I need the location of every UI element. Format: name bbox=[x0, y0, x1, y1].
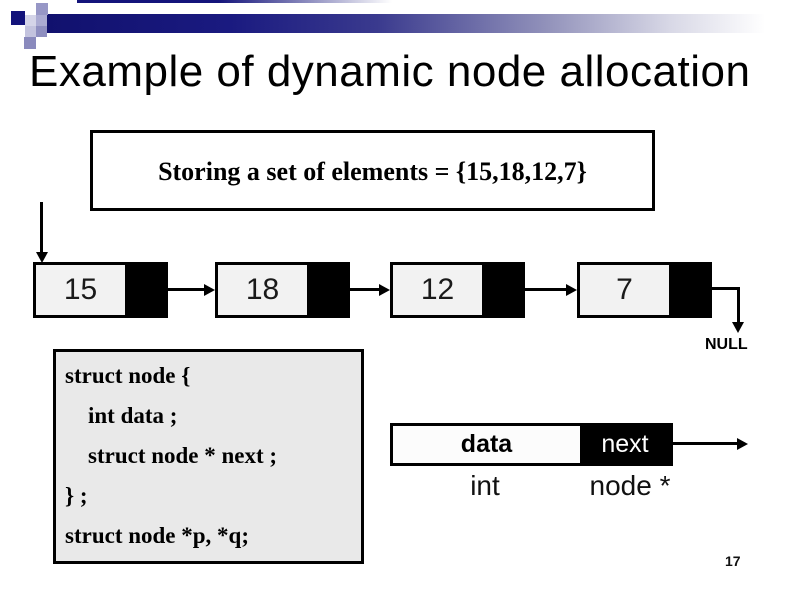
arrow-head-icon bbox=[204, 284, 215, 296]
node-next-pointer bbox=[482, 265, 522, 315]
decor-square bbox=[36, 3, 48, 15]
storing-elements-box: Storing a set of elements = {15,18,12,7} bbox=[90, 130, 655, 211]
code-line: } ; bbox=[65, 483, 88, 508]
null-label: NULL bbox=[705, 336, 748, 353]
arrow-line bbox=[737, 287, 740, 324]
field-node: data next bbox=[390, 423, 673, 466]
node-value: 18 bbox=[218, 265, 307, 315]
arrow-line bbox=[350, 288, 380, 291]
field-type-int: int bbox=[470, 470, 500, 501]
list-node: 7 bbox=[577, 262, 712, 318]
code-box: struct node { int data ; struct node * n… bbox=[53, 349, 364, 564]
decor-square bbox=[25, 26, 36, 37]
arrow-head-icon bbox=[737, 438, 748, 450]
arrow-line bbox=[40, 202, 43, 253]
field-data-cell: data bbox=[393, 426, 580, 463]
code-line: struct node { bbox=[65, 363, 191, 388]
node-value: 7 bbox=[580, 265, 669, 315]
code-line: int data ; bbox=[65, 403, 178, 428]
decor-square bbox=[36, 15, 47, 26]
arrow-line bbox=[168, 288, 205, 291]
node-next-pointer bbox=[125, 265, 165, 315]
list-node: 15 bbox=[33, 262, 168, 318]
decor-top-line bbox=[77, 0, 392, 3]
code-line: struct node *p, *q; bbox=[65, 523, 250, 548]
decor-gradient-bar bbox=[47, 14, 780, 33]
arrow-head-icon bbox=[379, 284, 390, 296]
arrow-line bbox=[710, 287, 740, 290]
arrow-head-icon bbox=[732, 322, 744, 333]
code-line: struct node * next ; bbox=[65, 443, 278, 468]
list-node: 18 bbox=[215, 262, 350, 318]
arrow-head-icon bbox=[36, 252, 48, 263]
field-next-cell: next bbox=[580, 426, 670, 463]
slide-title: Example of dynamic node allocation bbox=[29, 47, 751, 96]
page-number: 17 bbox=[725, 553, 741, 569]
decor-square bbox=[24, 37, 36, 49]
decor-square bbox=[11, 11, 25, 25]
arrow-line bbox=[671, 442, 739, 445]
arrow-head-icon bbox=[566, 284, 577, 296]
decor-square bbox=[36, 26, 47, 37]
list-node: 12 bbox=[390, 262, 525, 318]
decor-square bbox=[25, 15, 36, 26]
node-value: 12 bbox=[393, 265, 482, 315]
node-next-pointer bbox=[307, 265, 347, 315]
field-type-node-ptr: node * bbox=[589, 470, 671, 501]
node-next-pointer bbox=[669, 265, 709, 315]
arrow-line bbox=[525, 288, 567, 291]
node-value: 15 bbox=[36, 265, 125, 315]
